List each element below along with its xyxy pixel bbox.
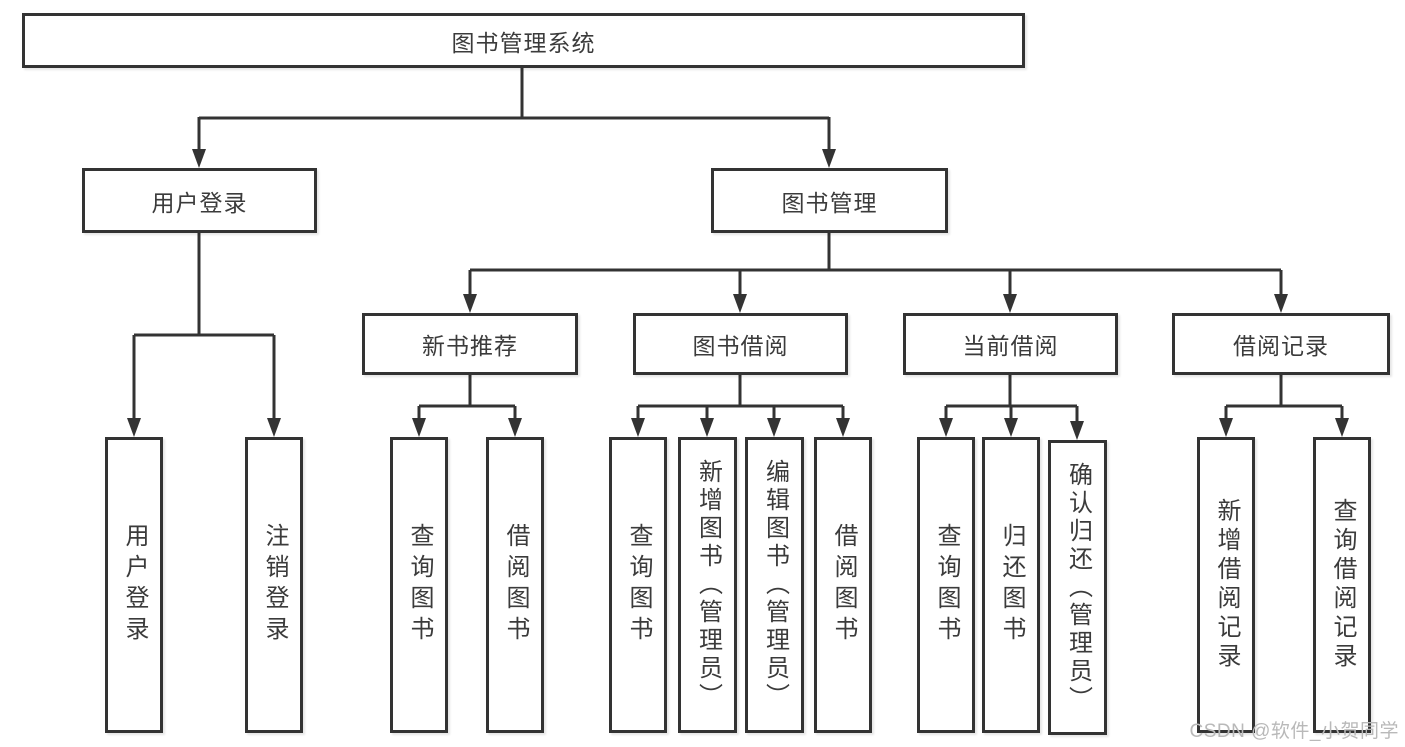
leaf-confirm-return-admin: 确认归还（管理员） (1048, 440, 1107, 735)
leaf-logout: 注销登录 (245, 437, 303, 733)
leaf-borrow-books: 借阅图书 (814, 437, 872, 733)
leaf-user-login: 用户登录 (105, 437, 163, 733)
leaf-add-borrow-record: 新增借阅记录 (1197, 437, 1255, 733)
leaf-add-books-admin: 新增图书（管理员） (678, 437, 737, 733)
node-book-borrow: 图书借阅 (633, 313, 848, 375)
node-current-borrow: 当前借阅 (903, 313, 1118, 375)
leaf-query-books-recommend: 查询图书 (390, 437, 448, 733)
arrowheads (127, 149, 1349, 440)
leaf-borrow-books-recommend: 借阅图书 (486, 437, 544, 733)
node-book-management: 图书管理 (711, 168, 948, 233)
leaf-return-books: 归还图书 (982, 437, 1040, 733)
node-library-system: 图书管理系统 (22, 13, 1025, 68)
leaf-query-books-current: 查询图书 (917, 437, 975, 733)
node-borrow-records: 借阅记录 (1172, 313, 1390, 375)
leaf-query-books-borrow: 查询图书 (609, 437, 667, 733)
node-new-book-recommend: 新书推荐 (362, 313, 578, 375)
leaf-edit-books-admin: 编辑图书（管理员） (745, 437, 804, 733)
leaf-query-borrow-record: 查询借阅记录 (1313, 437, 1371, 733)
csdn-watermark: CSDN @软件_小贺同学 (1189, 721, 1399, 742)
node-user-login: 用户登录 (82, 168, 317, 233)
